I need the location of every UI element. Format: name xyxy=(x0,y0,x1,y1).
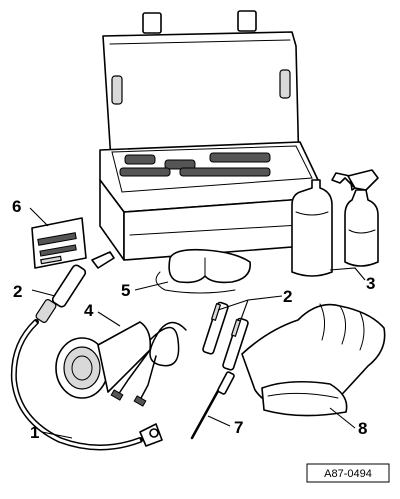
case-latch-right xyxy=(279,69,291,99)
callout-8: 8 xyxy=(358,419,367,438)
adapter-1 xyxy=(202,301,229,355)
tray-slot-5 xyxy=(179,167,271,177)
tray-slot-4 xyxy=(119,167,171,177)
goggles-strap xyxy=(155,271,236,294)
uv-lamp-bulb xyxy=(71,355,93,381)
probe-tool-head xyxy=(217,371,235,395)
tray-slot-3 xyxy=(209,152,271,163)
leader-2 xyxy=(31,289,56,297)
leader-3 xyxy=(329,267,366,281)
fluid-bottle xyxy=(291,179,333,277)
hose-probe-grip xyxy=(35,299,57,323)
callouts: 1 2 2 3 4 5 6 7 8 xyxy=(12,197,375,442)
uv-lamp-lead-2 xyxy=(139,355,157,401)
figure-id-box xyxy=(306,463,390,483)
hose-coupling-ring xyxy=(149,428,159,438)
label-card-stripe-3 xyxy=(40,255,62,265)
leader-8 xyxy=(329,407,356,429)
callout-2: 2 xyxy=(13,282,22,301)
label-card-stripe-2 xyxy=(39,244,77,257)
case-hinge-left xyxy=(142,12,162,34)
case-base-seam xyxy=(129,224,301,236)
figure-id: A87-0494 xyxy=(306,463,390,483)
leader-4 xyxy=(97,311,121,327)
spray-bottle xyxy=(344,189,379,267)
leader-7 xyxy=(207,415,231,427)
uv-lamp-lead-1 xyxy=(117,349,151,396)
glove-finger-1 xyxy=(319,303,326,341)
glove-cuff xyxy=(261,380,348,417)
fluid-bottles xyxy=(291,169,379,277)
tray-slot-1 xyxy=(124,154,156,165)
uv-lamp-body xyxy=(97,321,152,393)
probe-tool xyxy=(190,371,235,440)
leader-lines xyxy=(29,207,366,439)
callout-5: 5 xyxy=(121,281,130,300)
hose-probe-tube xyxy=(51,264,87,308)
figure-id-text: A87-0494 xyxy=(324,468,372,480)
uv-lamp-cable xyxy=(149,321,187,367)
callout-1: 1 xyxy=(30,423,39,442)
callout-6: 6 xyxy=(12,197,21,216)
uv-lamp xyxy=(55,321,187,407)
uv-lamp-lens xyxy=(63,346,101,390)
label-card-stripe-1 xyxy=(37,232,77,246)
callout-7: 7 xyxy=(234,418,243,437)
fluid-bottle-highlight xyxy=(295,211,329,216)
hose-assembly xyxy=(10,251,163,451)
callout-2b: 2 xyxy=(283,287,292,306)
case-tray-inner xyxy=(111,145,313,193)
callout-3: 3 xyxy=(366,274,375,293)
adapter-1-band xyxy=(210,303,222,321)
glove-finger-3 xyxy=(359,311,365,351)
goggles xyxy=(155,248,251,294)
hose-line-inner xyxy=(12,320,141,449)
spray-liquid-line xyxy=(348,229,376,234)
gloves xyxy=(241,303,386,417)
label-card xyxy=(31,217,87,269)
leader-2b-b xyxy=(239,299,249,323)
hose-nozzle-head xyxy=(91,251,115,269)
case-hinge-right xyxy=(237,10,257,32)
leader-6 xyxy=(29,207,49,227)
adapter-2-band xyxy=(230,319,242,337)
tool-case xyxy=(99,10,319,261)
leader-1 xyxy=(41,431,73,439)
glove-finger-2 xyxy=(339,305,346,345)
uv-lamp-clip-1 xyxy=(110,389,124,401)
uv-lamp-clip-2 xyxy=(133,395,147,407)
adapter-2 xyxy=(222,317,249,371)
case-latch-left xyxy=(111,75,123,105)
leader-5 xyxy=(134,281,169,291)
case-lid-rim xyxy=(109,39,291,45)
spray-head xyxy=(347,169,379,191)
goggles-lens xyxy=(168,248,251,284)
adapters xyxy=(202,301,249,371)
callout-4: 4 xyxy=(84,301,94,320)
glove-cuff-fold xyxy=(267,392,339,399)
